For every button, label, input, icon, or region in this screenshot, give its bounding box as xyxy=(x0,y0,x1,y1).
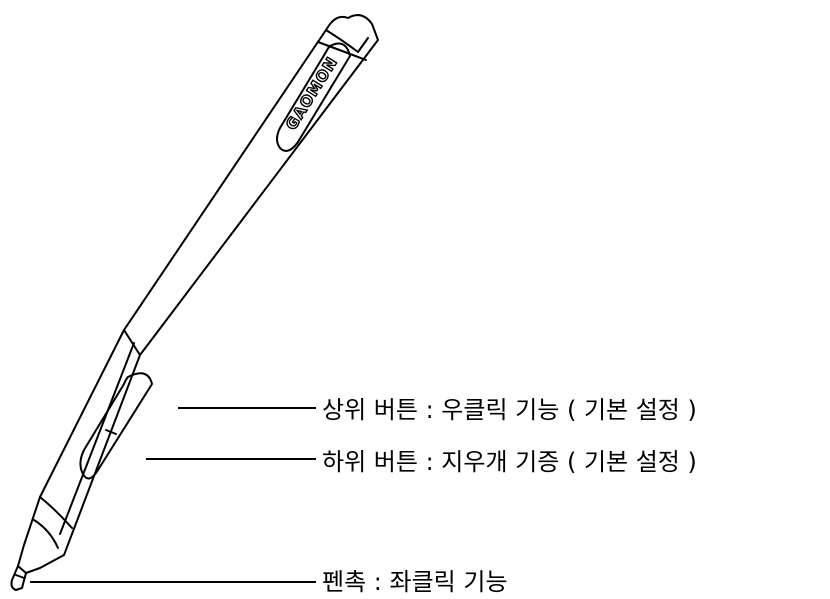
pen-cap-edge xyxy=(325,29,369,53)
nib-label: 펜촉 : 좌클릭 기능 xyxy=(322,568,508,596)
cone-edge-line xyxy=(33,519,59,549)
grip-edge-line xyxy=(59,342,135,535)
logo-capsule xyxy=(276,42,351,152)
brand-logo: GAOMON xyxy=(282,53,341,133)
side-button-divider xyxy=(105,429,117,435)
grip-division-line xyxy=(123,329,141,356)
grip-cone-line xyxy=(39,496,73,529)
pen-nib[interactable] xyxy=(10,565,27,591)
pen-top-band xyxy=(317,41,367,61)
upper-button-label: 상위 버튼 : 우클릭 기능 ( 기본 설정 ) xyxy=(322,396,697,424)
side-button-outline[interactable] xyxy=(79,372,153,480)
pen-nib-ring xyxy=(15,574,25,579)
lower-button-label: 하위 버튼 : 지우개 기증 ( 기본 설정 ) xyxy=(322,448,697,476)
